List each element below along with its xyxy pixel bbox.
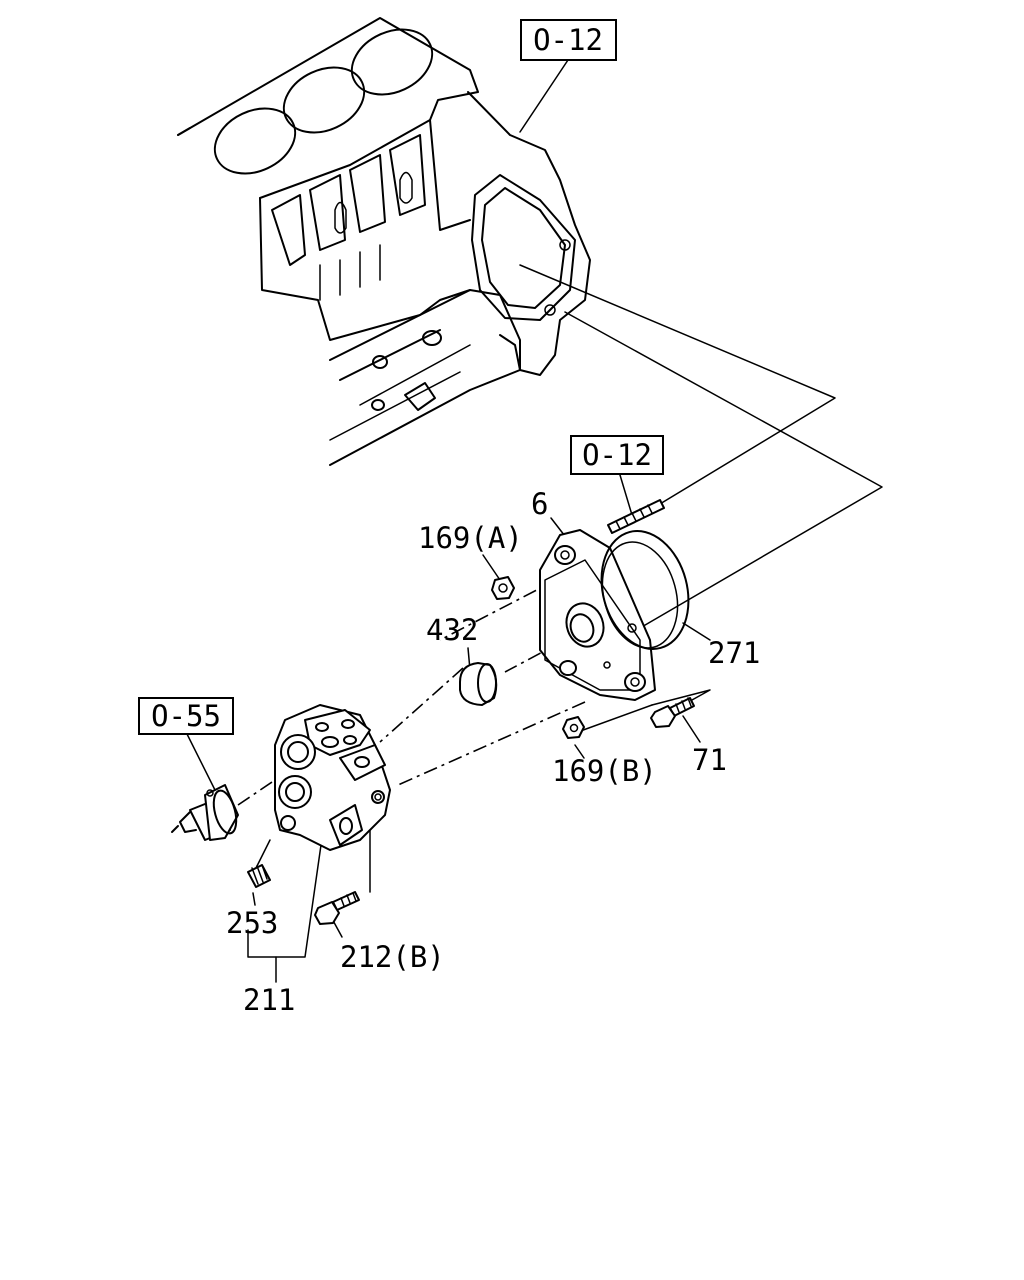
label-part-253: 253 — [226, 906, 278, 940]
ref-mid-text: O-12 — [582, 438, 652, 472]
oil-cooler-housing-part-211 — [274, 704, 391, 851]
bolt-part-71 — [650, 697, 695, 728]
label-part-432: 432 — [426, 613, 478, 647]
label-part-212b: 212(B) — [340, 940, 445, 974]
ref-box-left: O-55 — [138, 697, 234, 735]
plug-part-253 — [247, 864, 271, 888]
nut-part-169b — [562, 716, 585, 739]
label-part-169a: 169(A) — [418, 521, 523, 555]
ref-box-top: O-12 — [520, 19, 617, 61]
nut-part-169a — [491, 576, 515, 600]
engine-block-illustration — [177, 17, 591, 466]
plug-part-432 — [459, 662, 498, 706]
center-lines — [185, 59, 883, 983]
label-part-169b: 169(B) — [552, 754, 657, 788]
valve-assembly-illustration — [171, 784, 239, 841]
ref-left-text: O-55 — [151, 699, 221, 733]
cover-plate-illustration — [539, 529, 690, 701]
label-part-271: 271 — [708, 636, 760, 670]
stud-part-6 — [607, 499, 665, 534]
label-part-211: 211 — [243, 983, 295, 1017]
bolt-part-212b — [314, 891, 360, 925]
label-part-6: 6 — [531, 487, 548, 521]
ref-top-text: O-12 — [533, 23, 603, 57]
ref-box-mid: O-12 — [570, 435, 664, 475]
label-part-71: 71 — [692, 743, 727, 777]
